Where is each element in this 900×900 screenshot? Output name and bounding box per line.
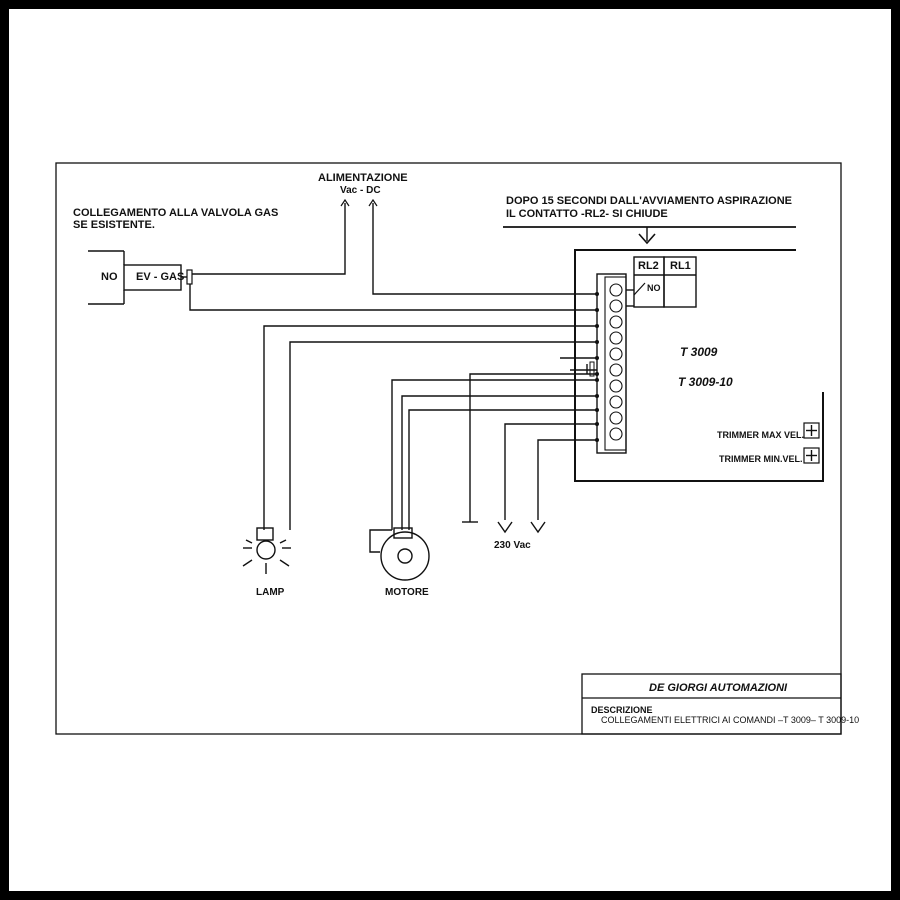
trimmer-max [803, 422, 820, 439]
wire-gas-terminal [189, 284, 597, 311]
motor-icon [369, 527, 430, 581]
terminal-inner [604, 276, 627, 451]
arrow-down-icon [638, 233, 656, 245]
delay-note-line2: IL CONTATTO -RL2- SI CHIUDE [506, 208, 668, 220]
wire-mains-2 [537, 439, 597, 520]
relay-rl1-label: RL1 [670, 260, 691, 272]
company-name: DE GIORGI AUTOMAZIONI [649, 682, 788, 694]
wire-motor-2 [401, 395, 597, 530]
gas-valve-note-line1: COLLEGAMENTO ALLA VALVOLA GAS [73, 207, 279, 219]
arrow-mains-2-icon [530, 521, 546, 534]
relay-rl2-label: RL2 [638, 260, 659, 272]
controller-housing [574, 249, 824, 482]
wire-motor-3 [408, 409, 597, 530]
lamp-icon [242, 527, 291, 574]
no-contact-label: NO [101, 271, 118, 283]
drawing-border [55, 162, 842, 735]
model-b-label: T 3009-10 [678, 375, 733, 389]
drawing-sheet [9, 9, 891, 891]
terminal-screws [609, 283, 623, 441]
lamp-label: LAMP [256, 587, 285, 598]
ev-gas-coil [186, 269, 193, 285]
motor-label: MOTORE [385, 587, 429, 598]
mains-label: 230 Vac [494, 540, 531, 551]
arrow-mains-1-icon [497, 521, 513, 534]
terminal-strip [596, 273, 627, 454]
gas-valve-note-line2: SE ESISTENTE. [73, 219, 155, 231]
wire-lamp-2 [289, 341, 597, 530]
title-block [581, 673, 842, 735]
arrow-power-2-icon [368, 198, 378, 207]
trimmer-min-label: TRIMMER MIN.VEL. [719, 454, 803, 464]
relay-rl1 [663, 256, 697, 308]
terminal-dots [595, 292, 599, 442]
wire-lamp-1 [263, 325, 597, 530]
trimmer-max-label: TRIMMER MAX VEL. [717, 430, 804, 440]
description-label: DESCRIZIONE [591, 705, 653, 715]
wire-gas-power [192, 203, 346, 275]
delay-note-line1: DOPO 15 SECONDI DALL'AVVIAMENTO ASPIRAZI… [506, 195, 792, 207]
capacitor-symbol [589, 361, 595, 377]
ev-gas-label: EV - GAS [136, 271, 185, 283]
wire-mains-1 [504, 423, 597, 520]
description-text: COLLEGAMENTI ELETTRICI AI COMANDI –T 300… [601, 715, 860, 725]
model-a-label: T 3009 [680, 345, 718, 359]
arrow-power-1-icon [340, 198, 350, 207]
power-title: ALIMENTAZIONE [318, 172, 408, 184]
wire-power-terminal [372, 203, 597, 295]
relay-no-label: NO [647, 283, 661, 293]
wire-motor-1 [391, 379, 597, 530]
trimmer-min [803, 447, 820, 464]
power-type: Vac - DC [340, 185, 381, 196]
wire-ground [469, 373, 597, 522]
